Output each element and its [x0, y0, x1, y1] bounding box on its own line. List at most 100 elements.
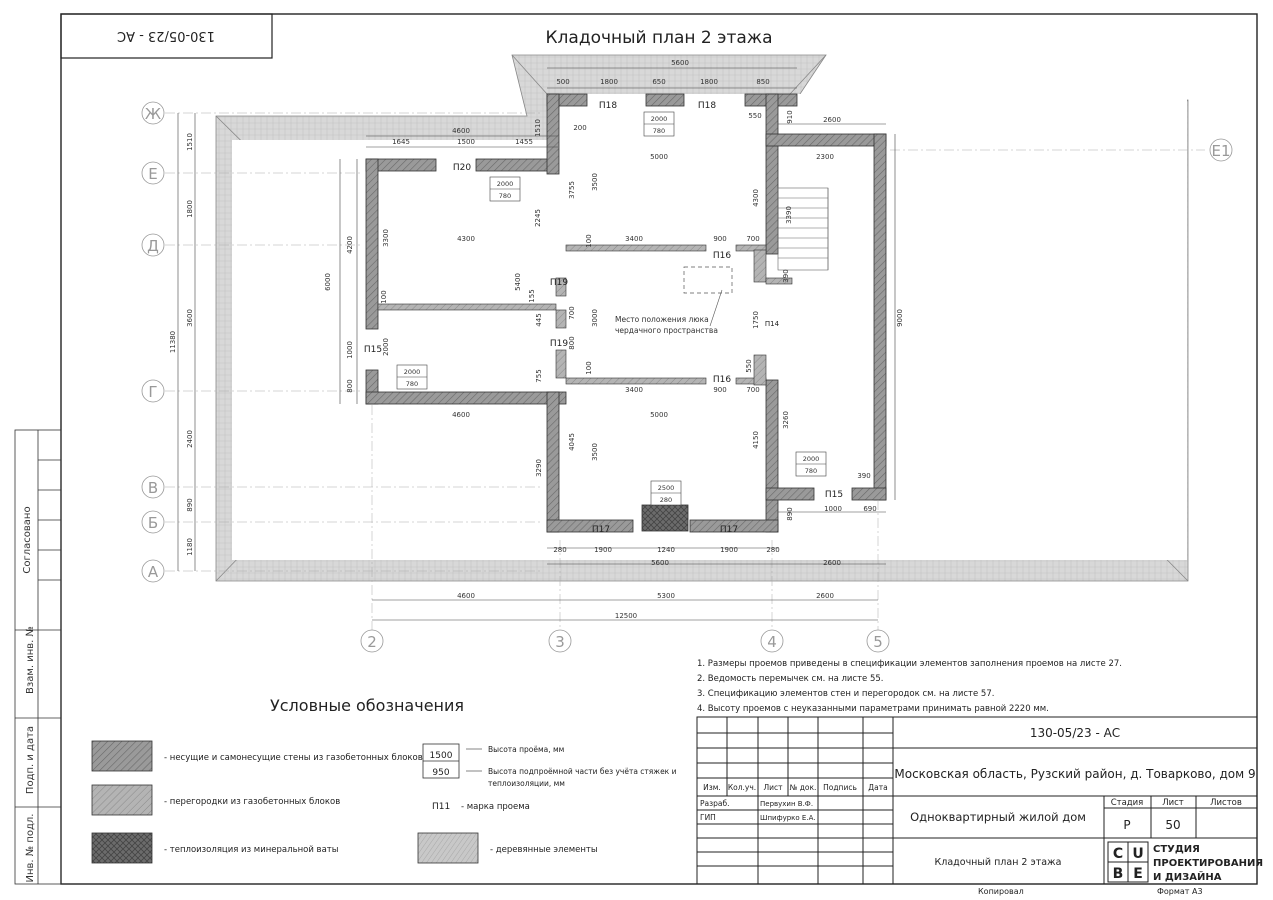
studio-line: СТУДИЯ	[1153, 844, 1200, 855]
tb-object: Одноквартирный жилой дом	[910, 810, 1086, 824]
dim: 4600	[452, 127, 470, 135]
dim: 890	[186, 498, 194, 511]
dim: 100	[585, 234, 593, 247]
corner-code: 130-05/23 - АС	[117, 28, 215, 43]
axis-label-3: 3	[555, 633, 565, 651]
dim: 3000	[591, 309, 599, 327]
title-block-grid	[696, 716, 1258, 885]
tb-role: ГИП	[700, 813, 716, 822]
tag-value: 780	[499, 192, 511, 200]
dim: 1455	[515, 138, 533, 146]
legend-title: Условные обозначения	[270, 696, 464, 715]
logo-letter: E	[1133, 866, 1143, 882]
dim: 3400	[625, 386, 643, 394]
dim: 900	[713, 235, 726, 243]
dim: 1000	[346, 341, 354, 359]
tb-code: 130-05/23 - АС	[1030, 726, 1120, 740]
dim: 3390	[785, 206, 793, 224]
dim: 3755	[568, 181, 576, 199]
dim: 1000	[824, 505, 842, 513]
axis-label-e: Е	[148, 165, 157, 183]
dim: 3260	[782, 411, 790, 429]
tb-address: Московская область, Рузский район, д. То…	[894, 767, 1255, 781]
stamp-agreed: Согласовано	[22, 506, 33, 573]
dim: 2600	[823, 559, 841, 567]
dim: 1510	[534, 119, 542, 137]
axis-label-b: Б	[148, 514, 158, 532]
tag-value: 280	[660, 496, 672, 504]
dim: 4045	[568, 433, 576, 451]
axis-label-d: Д	[147, 237, 159, 255]
legend-swatch-insulation	[91, 832, 153, 864]
dim: 1800	[600, 78, 618, 86]
dim: 1510	[186, 133, 194, 151]
axis-label-e1: Е1	[1211, 142, 1230, 160]
note-item: 2. Ведомость перемычек см. на листе 55.	[697, 674, 884, 684]
dim: 1240	[657, 546, 675, 554]
opening-p16: П16	[713, 375, 731, 385]
dim: 4600	[452, 411, 470, 419]
opening-p19: П19	[550, 339, 568, 349]
logo-letter: C	[1113, 846, 1123, 862]
tag-value: 780	[805, 467, 817, 475]
dim: 4300	[457, 235, 475, 243]
tag-value: 2000	[803, 455, 820, 463]
dim: 850	[756, 78, 769, 86]
tb-stage-label: Стадия	[1111, 798, 1144, 808]
dim: 5600	[651, 559, 669, 567]
dimension-texts: 5600 500 1800 650 1800 850 4600 1645 150…	[169, 59, 904, 620]
logo-letter: U	[1132, 846, 1143, 862]
tb-header: Кол.уч.	[728, 783, 756, 792]
legend-label-insulation: - теплоизоляция из минеральной ваты	[164, 845, 338, 855]
dim: 5600	[671, 59, 689, 67]
tb-header: Изм.	[703, 783, 721, 792]
dim: 800	[568, 336, 576, 349]
dim: 2000	[382, 338, 390, 356]
dim: 1180	[186, 538, 194, 556]
tb-sheets-label: Листов	[1210, 798, 1242, 808]
dim: 3400	[625, 235, 643, 243]
axis-label-zh: Ж	[145, 105, 161, 123]
axis-label-a: А	[148, 563, 159, 581]
legend-mark-sample: П11	[432, 802, 450, 812]
opening-p18: П18	[698, 101, 716, 111]
opening-marks: П18 П18 П20 П19 П19 П16 П16 П15 П15 П14 …	[364, 101, 843, 535]
dim: 4150	[752, 431, 760, 449]
dim: 1900	[594, 546, 612, 554]
tb-sheet-label: Лист	[1162, 798, 1184, 808]
drawing-title: Кладочный план 2 этажа	[545, 28, 772, 48]
tb-role: Разраб.	[700, 799, 729, 808]
dim: 700	[746, 235, 759, 243]
dim: 5000	[650, 153, 668, 161]
tb-name: Шпифурко Е.А.	[760, 814, 816, 822]
dim: 1500	[457, 138, 475, 146]
legend-sample-bottom: 950	[432, 768, 449, 778]
dim: 690	[863, 505, 876, 513]
tb-sheet: 50	[1165, 818, 1180, 832]
opening-tag-texts: 2000 780 2000 780 2000 780 2000 780 2500…	[404, 115, 820, 504]
dim: 100	[380, 290, 388, 303]
legend-swatch-partition	[91, 784, 153, 816]
partitions	[377, 244, 793, 386]
studio-name: СТУДИЯ ПРОЕКТИРОВАНИЯ И ДИЗАЙНА	[1153, 844, 1263, 883]
tb-header: Дата	[868, 783, 887, 792]
dim: 4600	[457, 592, 475, 600]
dim: 280	[766, 546, 779, 554]
opening-tags	[396, 111, 827, 506]
dim: 3500	[591, 443, 599, 461]
legend-swatch-wood	[417, 832, 479, 864]
studio-logo-letters: C U B E	[1113, 846, 1144, 882]
tb-header: Подпись	[823, 783, 857, 792]
axis-lines	[165, 112, 1205, 630]
dim: 4200	[346, 236, 354, 254]
dim: 5000	[650, 411, 668, 419]
note-item: 1. Размеры проемов приведены в специфика…	[697, 659, 1122, 669]
dim: 910	[786, 110, 794, 123]
dim: 280	[553, 546, 566, 554]
dim: 800	[346, 379, 354, 392]
legend-label-partition: - перегородки из газобетонных блоков	[164, 797, 340, 807]
opening-p19: П19	[550, 278, 568, 288]
tag-value: 2000	[497, 180, 514, 188]
tb-stage: Р	[1123, 818, 1130, 832]
opening-p17: П17	[720, 525, 738, 535]
